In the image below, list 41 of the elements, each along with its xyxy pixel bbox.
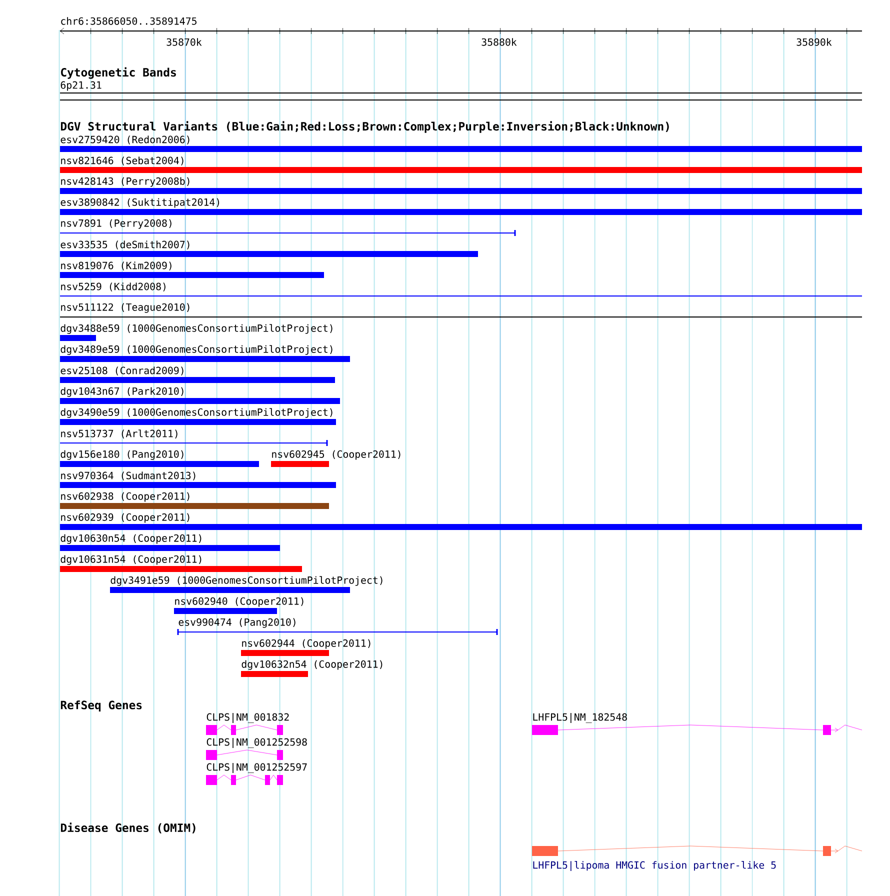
variant-label: esv25108 (Conrad2009)	[60, 366, 184, 376]
track-title: Disease Genes (OMIM)	[60, 822, 196, 834]
variant-label: nsv5259 (Kidd2008)	[61, 282, 166, 292]
tick-label: 35880k	[482, 38, 517, 46]
variant-label: nsv428143 (Perry2008b)	[61, 177, 190, 187]
variant-label: nsv7891 (Perry2008)	[61, 219, 172, 229]
tick-label: 35890k	[796, 38, 832, 46]
track-title: RefSeq Genes	[60, 700, 142, 712]
variant-label: esv990474 (Pang2010)	[178, 618, 296, 628]
variant-label: dgv3491e59 (1000GenomesConsortiumPilotProject)	[110, 576, 382, 586]
gene-label: LHFPL5|lipoma HMGIC fusion partner-like 5	[533, 861, 776, 871]
variant-label: dgv156e180 (Pang2010)	[60, 450, 184, 460]
variant-label: nsv602944 (Cooper2011)	[242, 639, 370, 649]
variant-label: nsv602938 (Cooper2011)	[61, 492, 190, 502]
track-title: Cytogenetic Bands	[61, 67, 176, 79]
tick-label: 35870k	[166, 38, 202, 46]
variant-label: nsv821646 (Sebat2004)	[61, 156, 184, 166]
variant-label: nsv602939 (Cooper2011)	[61, 513, 190, 523]
gene-label: CLPS|NM_001832	[206, 713, 289, 723]
variant-label: nsv602940 (Cooper2011)	[175, 597, 304, 607]
gene-label: CLPS|NM_001252598	[206, 738, 307, 748]
variant-label: dgv3488e59 (1000GenomesConsortiumPilotProject)	[60, 324, 332, 334]
position-label: chr6:35866050..35891475	[61, 17, 196, 25]
gene-label: CLPS|NM_001252597	[206, 763, 307, 773]
variant-label: nsv819076 (Kim2009)	[61, 262, 172, 270]
variant-label: esv3890842 (Suktitipat2014)	[60, 198, 220, 208]
track-title: DGV Structural Variants (Blue:Gain;Red:Loss;Brown:Complex;Purple:Inversion;Black:Unknown)	[60, 121, 669, 133]
variant-label: nsv513737 (Arlt2011)	[61, 430, 178, 438]
variant-label: dgv3490e59 (1000GenomesConsortiumPilotProject)	[60, 408, 332, 418]
variant-label: esv2759420 (Redon2006)	[60, 136, 190, 144]
variant-label: dgv10632n54 (Cooper2011)	[242, 660, 382, 670]
variant-label: nsv970364 (Sudmant2013)	[61, 472, 196, 480]
variant-label: dgv10631n54 (Cooper2011)	[60, 555, 202, 565]
variant-label: dgv10630n54 (Cooper2011)	[60, 534, 202, 544]
variant-label: esv33535 (deSmith2007)	[60, 240, 190, 250]
variant-label: dgv1043n67 (Park2010)	[60, 387, 184, 397]
band-label: 6p21.31	[60, 81, 102, 91]
variant-label: nsv602945 (Cooper2011)	[272, 450, 400, 460]
gene-label: LHFPL5|NM_182548	[533, 713, 627, 723]
variant-label: dgv3489e59 (1000GenomesConsortiumPilotProject)	[60, 345, 332, 355]
variant-label: nsv511122 (Teague2010)	[61, 303, 190, 313]
